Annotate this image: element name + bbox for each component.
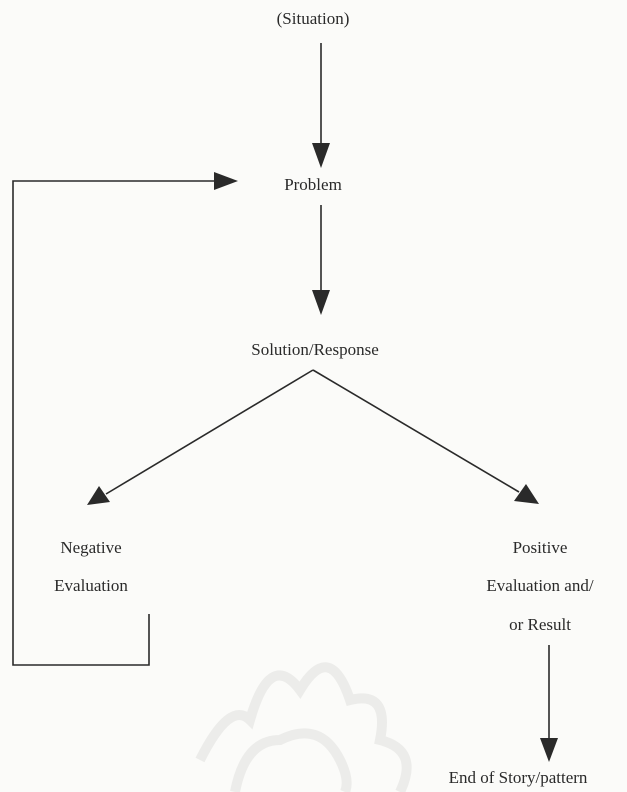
- node-problem: Problem: [284, 175, 342, 194]
- edge-solution-to-positive: [312, 369, 539, 504]
- edge-problem-to-solution: [312, 205, 330, 315]
- node-positive-line2: Evaluation and/: [486, 576, 593, 595]
- node-situation: (Situation): [277, 9, 350, 28]
- edge-negative-feedback-loop: [12, 172, 238, 666]
- edge-situation-to-problem: [312, 43, 330, 168]
- node-positive-line1: Positive: [513, 538, 568, 557]
- node-positive-line3: or Result: [509, 615, 571, 634]
- node-negative-line1: Negative: [60, 538, 121, 557]
- node-negative-line2: Evaluation: [54, 576, 128, 595]
- node-end: End of Story/pattern: [449, 768, 588, 787]
- watermark-emblem: [195, 662, 412, 792]
- node-solution: Solution/Response: [251, 340, 379, 359]
- edge-solution-to-negative: [87, 369, 314, 505]
- edge-positive-to-end: [540, 645, 558, 762]
